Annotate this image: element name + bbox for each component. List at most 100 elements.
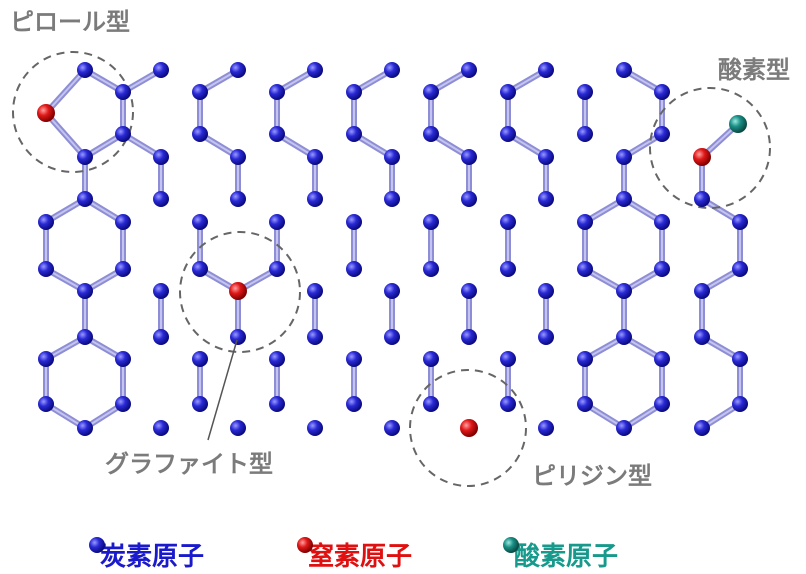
carbon-atom bbox=[384, 149, 400, 165]
carbon-atom bbox=[616, 283, 632, 299]
carbon-atom bbox=[423, 214, 439, 230]
pyrrole-highlight-circle bbox=[12, 51, 134, 173]
carbon-atom bbox=[500, 84, 516, 100]
carbon-atom bbox=[538, 329, 554, 345]
nitrogen-atom bbox=[693, 148, 711, 166]
carbon-atom bbox=[616, 329, 632, 345]
carbon-atom bbox=[538, 149, 554, 165]
carbon-atom bbox=[577, 126, 593, 142]
carbon-atom bbox=[307, 149, 323, 165]
carbon-atom bbox=[577, 214, 593, 230]
oxygen-type-label: 酸素型 bbox=[718, 56, 790, 84]
carbon-atom bbox=[77, 149, 93, 165]
carbon-atom bbox=[192, 261, 208, 277]
carbon-atom bbox=[500, 214, 516, 230]
carbon-atom bbox=[694, 329, 710, 345]
carbon-atom bbox=[461, 329, 477, 345]
carbon-atom bbox=[307, 420, 323, 436]
pyridine-highlight-circle bbox=[409, 369, 527, 487]
carbon-atom bbox=[577, 84, 593, 100]
legend-label-nitrogen: 窒素原子 bbox=[308, 541, 413, 572]
nitrogen-atom bbox=[37, 104, 55, 122]
carbon-atom bbox=[577, 261, 593, 277]
carbon-atom bbox=[346, 126, 362, 142]
legend: 炭素原子 窒素原子 酸素原子 bbox=[86, 534, 726, 574]
carbon-atom bbox=[538, 191, 554, 207]
carbon-atom bbox=[307, 62, 323, 78]
carbon-atom bbox=[538, 283, 554, 299]
graphite-highlight-circle bbox=[179, 231, 301, 353]
pyrrole-label: ピロール型 bbox=[10, 8, 130, 36]
carbon-atom bbox=[538, 420, 554, 436]
carbon-atom bbox=[153, 283, 169, 299]
carbon-atom bbox=[115, 84, 131, 100]
carbon-atom bbox=[500, 126, 516, 142]
nitrogen-atom-icon bbox=[297, 537, 313, 553]
carbon-atom bbox=[384, 62, 400, 78]
carbon-atom bbox=[115, 261, 131, 277]
carbon-atom bbox=[115, 396, 131, 412]
carbon-atom bbox=[153, 329, 169, 345]
graphite-pointer-line bbox=[207, 339, 238, 441]
carbon-atom bbox=[577, 396, 593, 412]
carbon-atom bbox=[153, 149, 169, 165]
carbon-atom bbox=[654, 214, 670, 230]
carbon-atom bbox=[153, 62, 169, 78]
carbon-atom bbox=[577, 351, 593, 367]
bond-highlight bbox=[45, 112, 86, 158]
carbon-atom bbox=[384, 191, 400, 207]
nitrogen-atom bbox=[229, 282, 247, 300]
carbon-atom bbox=[616, 420, 632, 436]
carbon-atom bbox=[732, 396, 748, 412]
carbon-atom bbox=[423, 396, 439, 412]
carbon-atom bbox=[115, 126, 131, 142]
carbon-atom bbox=[500, 396, 516, 412]
carbon-atom bbox=[192, 84, 208, 100]
carbon-atom bbox=[732, 214, 748, 230]
carbon-atom bbox=[153, 191, 169, 207]
carbon-atom bbox=[115, 351, 131, 367]
carbon-atom bbox=[384, 329, 400, 345]
carbon-atom bbox=[230, 62, 246, 78]
carbon-atom bbox=[461, 191, 477, 207]
carbon-atom bbox=[654, 261, 670, 277]
carbon-atom bbox=[500, 351, 516, 367]
carbon-atom bbox=[77, 62, 93, 78]
carbon-atom bbox=[269, 396, 285, 412]
carbon-atom bbox=[461, 62, 477, 78]
carbon-atom bbox=[384, 283, 400, 299]
carbon-atom bbox=[77, 420, 93, 436]
carbon-atom bbox=[694, 420, 710, 436]
carbon-atom bbox=[538, 62, 554, 78]
carbon-atom bbox=[346, 214, 362, 230]
carbon-atom bbox=[384, 420, 400, 436]
carbon-atom bbox=[346, 396, 362, 412]
dashed-circle-layer bbox=[12, 51, 771, 487]
carbon-atom bbox=[269, 84, 285, 100]
carbon-atom bbox=[192, 351, 208, 367]
carbon-atom bbox=[654, 396, 670, 412]
carbon-atom bbox=[423, 261, 439, 277]
carbon-atom bbox=[732, 261, 748, 277]
carbon-atom bbox=[38, 351, 54, 367]
carbon-atom bbox=[694, 191, 710, 207]
carbon-atom bbox=[423, 126, 439, 142]
carbon-atom bbox=[38, 261, 54, 277]
carbon-atom bbox=[77, 191, 93, 207]
carbon-atom bbox=[307, 191, 323, 207]
carbon-atom bbox=[269, 126, 285, 142]
oxygen-atom-icon bbox=[503, 537, 519, 553]
carbon-atom bbox=[192, 126, 208, 142]
bond-highlight bbox=[45, 69, 86, 114]
carbon-atom bbox=[192, 214, 208, 230]
carbon-atom bbox=[192, 396, 208, 412]
carbon-atom bbox=[616, 191, 632, 207]
carbon-atom bbox=[307, 329, 323, 345]
carbon-atom bbox=[346, 84, 362, 100]
carbon-atom bbox=[654, 126, 670, 142]
carbon-atom bbox=[346, 351, 362, 367]
legend-item-oxygen: 酸素原子 bbox=[500, 534, 618, 574]
carbon-atom bbox=[269, 214, 285, 230]
carbon-atom bbox=[500, 261, 516, 277]
nitrogen-atom bbox=[460, 419, 478, 437]
